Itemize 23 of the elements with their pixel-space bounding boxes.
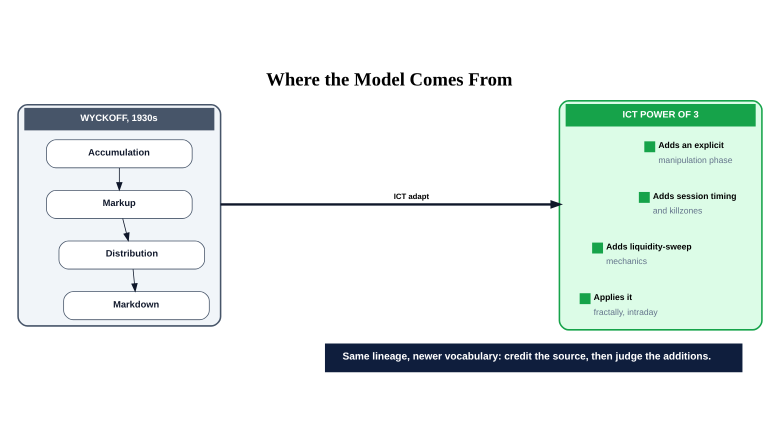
node-box	[644, 140, 656, 152]
node-label: and killzones	[652, 205, 702, 216]
node-box	[580, 292, 591, 304]
node-box: Distribution	[58, 240, 206, 269]
node-box: Markdown	[63, 290, 210, 320]
node-box: Markup	[46, 190, 193, 218]
diagram-title: Where the Model Comes From	[266, 68, 512, 90]
node-label: Applies it	[594, 292, 632, 302]
node-box: Accumulation	[46, 138, 193, 168]
arrow	[131, 268, 138, 292]
node-label: Adds liquidity-sweep	[606, 240, 692, 251]
node-label: fractally, intraday	[594, 306, 658, 316]
node-label: Adds session timing	[652, 190, 736, 200]
node-label: manipulation phase	[658, 154, 732, 164]
node-box	[638, 191, 650, 202]
arrow	[220, 200, 563, 208]
caption: Same lineage, newer vocabulary: credit the source, then judge the additions.	[342, 351, 712, 362]
arrow	[116, 167, 123, 191]
node-label: Adds an explicit	[658, 140, 724, 150]
arrow	[122, 218, 130, 242]
edge-label: ICT adapt	[394, 191, 430, 200]
node-box	[592, 242, 604, 253]
node-label: mechanics	[606, 256, 648, 266]
